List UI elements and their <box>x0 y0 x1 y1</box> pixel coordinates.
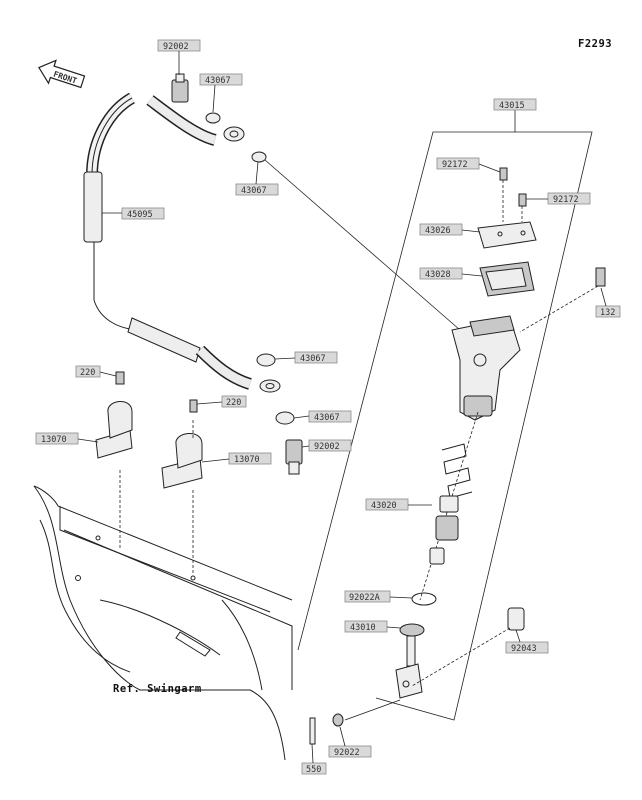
svg-text:43020: 43020 <box>371 501 397 511</box>
svg-text:43067: 43067 <box>300 354 326 364</box>
svg-text:132: 132 <box>600 308 615 318</box>
front-arrow-label: FRONT <box>52 70 78 86</box>
washer-d <box>275 411 295 425</box>
callout-43067-b: 43067 <box>235 161 279 196</box>
callout-92172-a: 92172 <box>436 157 501 173</box>
callout-13070-b: 13070 <box>201 452 272 465</box>
swingarm-reference <box>33 485 293 761</box>
reference-note: Ref. Swingarm <box>113 683 202 695</box>
washer-c <box>256 353 276 367</box>
callout-220-b: 220 <box>196 395 247 408</box>
svg-text:92022A: 92022A <box>349 593 380 603</box>
svg-text:92002: 92002 <box>163 42 189 52</box>
bolt-132 <box>519 267 606 333</box>
callout-43015: 43015 <box>493 98 537 111</box>
svg-text:92002: 92002 <box>314 442 340 452</box>
callout-92022: 92022 <box>328 726 372 758</box>
callout-43067-c: 43067 <box>274 351 338 364</box>
push-rod <box>395 623 425 699</box>
assembly-bracket <box>297 131 593 721</box>
callout-43020: 43020 <box>365 498 432 511</box>
front-arrow: FRONT <box>38 59 86 89</box>
svg-text:92022: 92022 <box>334 748 360 758</box>
banjo-bolt-top <box>171 73 189 103</box>
callout-13070-a: 13070 <box>35 432 99 445</box>
callout-92172-b: 92172 <box>526 192 591 205</box>
callout-92022A: 92022A <box>344 590 413 603</box>
svg-text:43015: 43015 <box>499 101 525 111</box>
callout-92043: 92043 <box>505 629 549 654</box>
callout-92002-top: 92002 <box>157 39 201 75</box>
washer-upper-right <box>251 151 267 163</box>
callout-43067-d: 43067 <box>293 410 352 423</box>
hose-clamp-left <box>95 371 133 459</box>
svg-text:43067: 43067 <box>241 186 267 196</box>
piston-kit <box>429 443 473 565</box>
cotter-pin <box>309 699 401 745</box>
diaphragm <box>479 261 535 297</box>
svg-text:92172: 92172 <box>442 160 468 170</box>
master-cylinder-body <box>451 315 521 421</box>
banjo-bolt-lower <box>285 439 303 475</box>
svg-text:43010: 43010 <box>350 623 376 633</box>
callout-43010: 43010 <box>344 620 401 633</box>
washer-top <box>205 112 221 124</box>
brake-hose <box>83 92 281 393</box>
callout-550: 550 <box>301 743 327 775</box>
callout-43028: 43028 <box>419 267 483 280</box>
svg-text:43026: 43026 <box>425 226 451 236</box>
svg-text:43067: 43067 <box>314 413 340 423</box>
reservoir-cap <box>477 221 537 249</box>
svg-text:550: 550 <box>306 765 321 775</box>
svg-text:220: 220 <box>226 398 241 408</box>
callout-45095: 45095 <box>102 207 165 220</box>
callout-43067-a: 43067 <box>199 73 243 113</box>
cap-screws <box>499 167 527 222</box>
figure-code: F2293 <box>578 38 612 50</box>
callout-220-a: 220 <box>75 365 117 378</box>
svg-text:13070: 13070 <box>234 455 260 465</box>
callout-43026: 43026 <box>419 223 481 236</box>
circlip <box>411 592 437 606</box>
svg-text:43067: 43067 <box>205 76 231 86</box>
svg-text:13070: 13070 <box>41 435 67 445</box>
svg-text:220: 220 <box>80 368 95 378</box>
svg-text:43028: 43028 <box>425 270 451 280</box>
hose-clamp-right <box>161 399 203 489</box>
svg-text:92043: 92043 <box>511 644 537 654</box>
svg-text:45095: 45095 <box>127 210 153 220</box>
callout-92002-b: 92002 <box>301 439 352 452</box>
callout-132: 132 <box>595 287 621 318</box>
svg-text:92172: 92172 <box>553 195 579 205</box>
